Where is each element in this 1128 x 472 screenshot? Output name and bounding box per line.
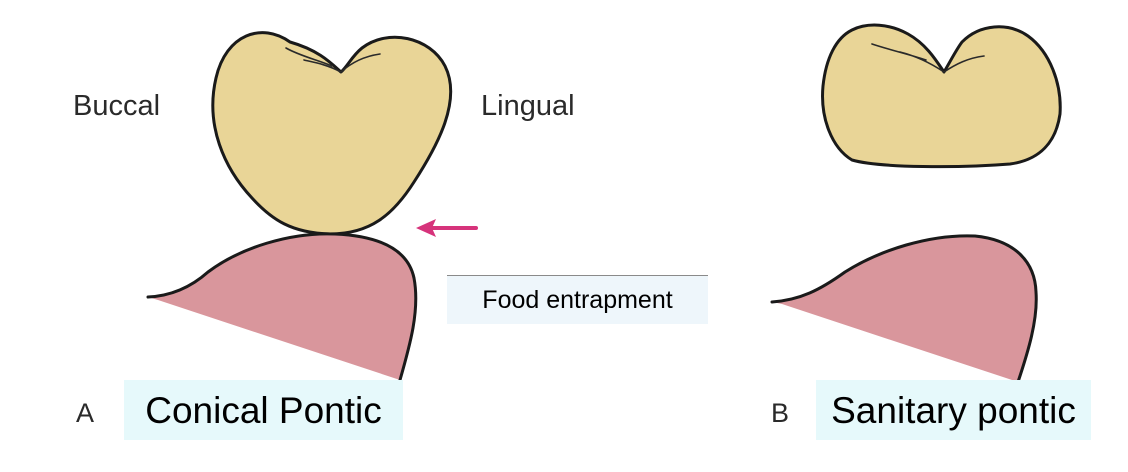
panel-b-caption: Sanitary pontic [816, 380, 1091, 440]
panel-b-letter: B [771, 398, 790, 428]
panel-a-letter: A [76, 398, 95, 428]
panel-a-caption: Conical Pontic [124, 380, 403, 440]
sanitary-pontic-crown [821, 23, 1062, 169]
food-entrapment-arrow [416, 219, 478, 237]
conical-pontic-crown [211, 31, 453, 236]
ridge-a-outline [146, 232, 418, 382]
food-entrapment-label: Food entrapment [447, 276, 708, 324]
ridge-a [148, 233, 416, 380]
conical-pontic-groove [285, 47, 381, 73]
note-divider [447, 275, 708, 276]
lingual-label: Lingual [481, 90, 575, 122]
sanitary-pontic-groove [871, 43, 985, 73]
buccal-label: Buccal [73, 90, 161, 122]
ridge-b-outline [770, 234, 1038, 384]
ridge-b [772, 235, 1037, 382]
